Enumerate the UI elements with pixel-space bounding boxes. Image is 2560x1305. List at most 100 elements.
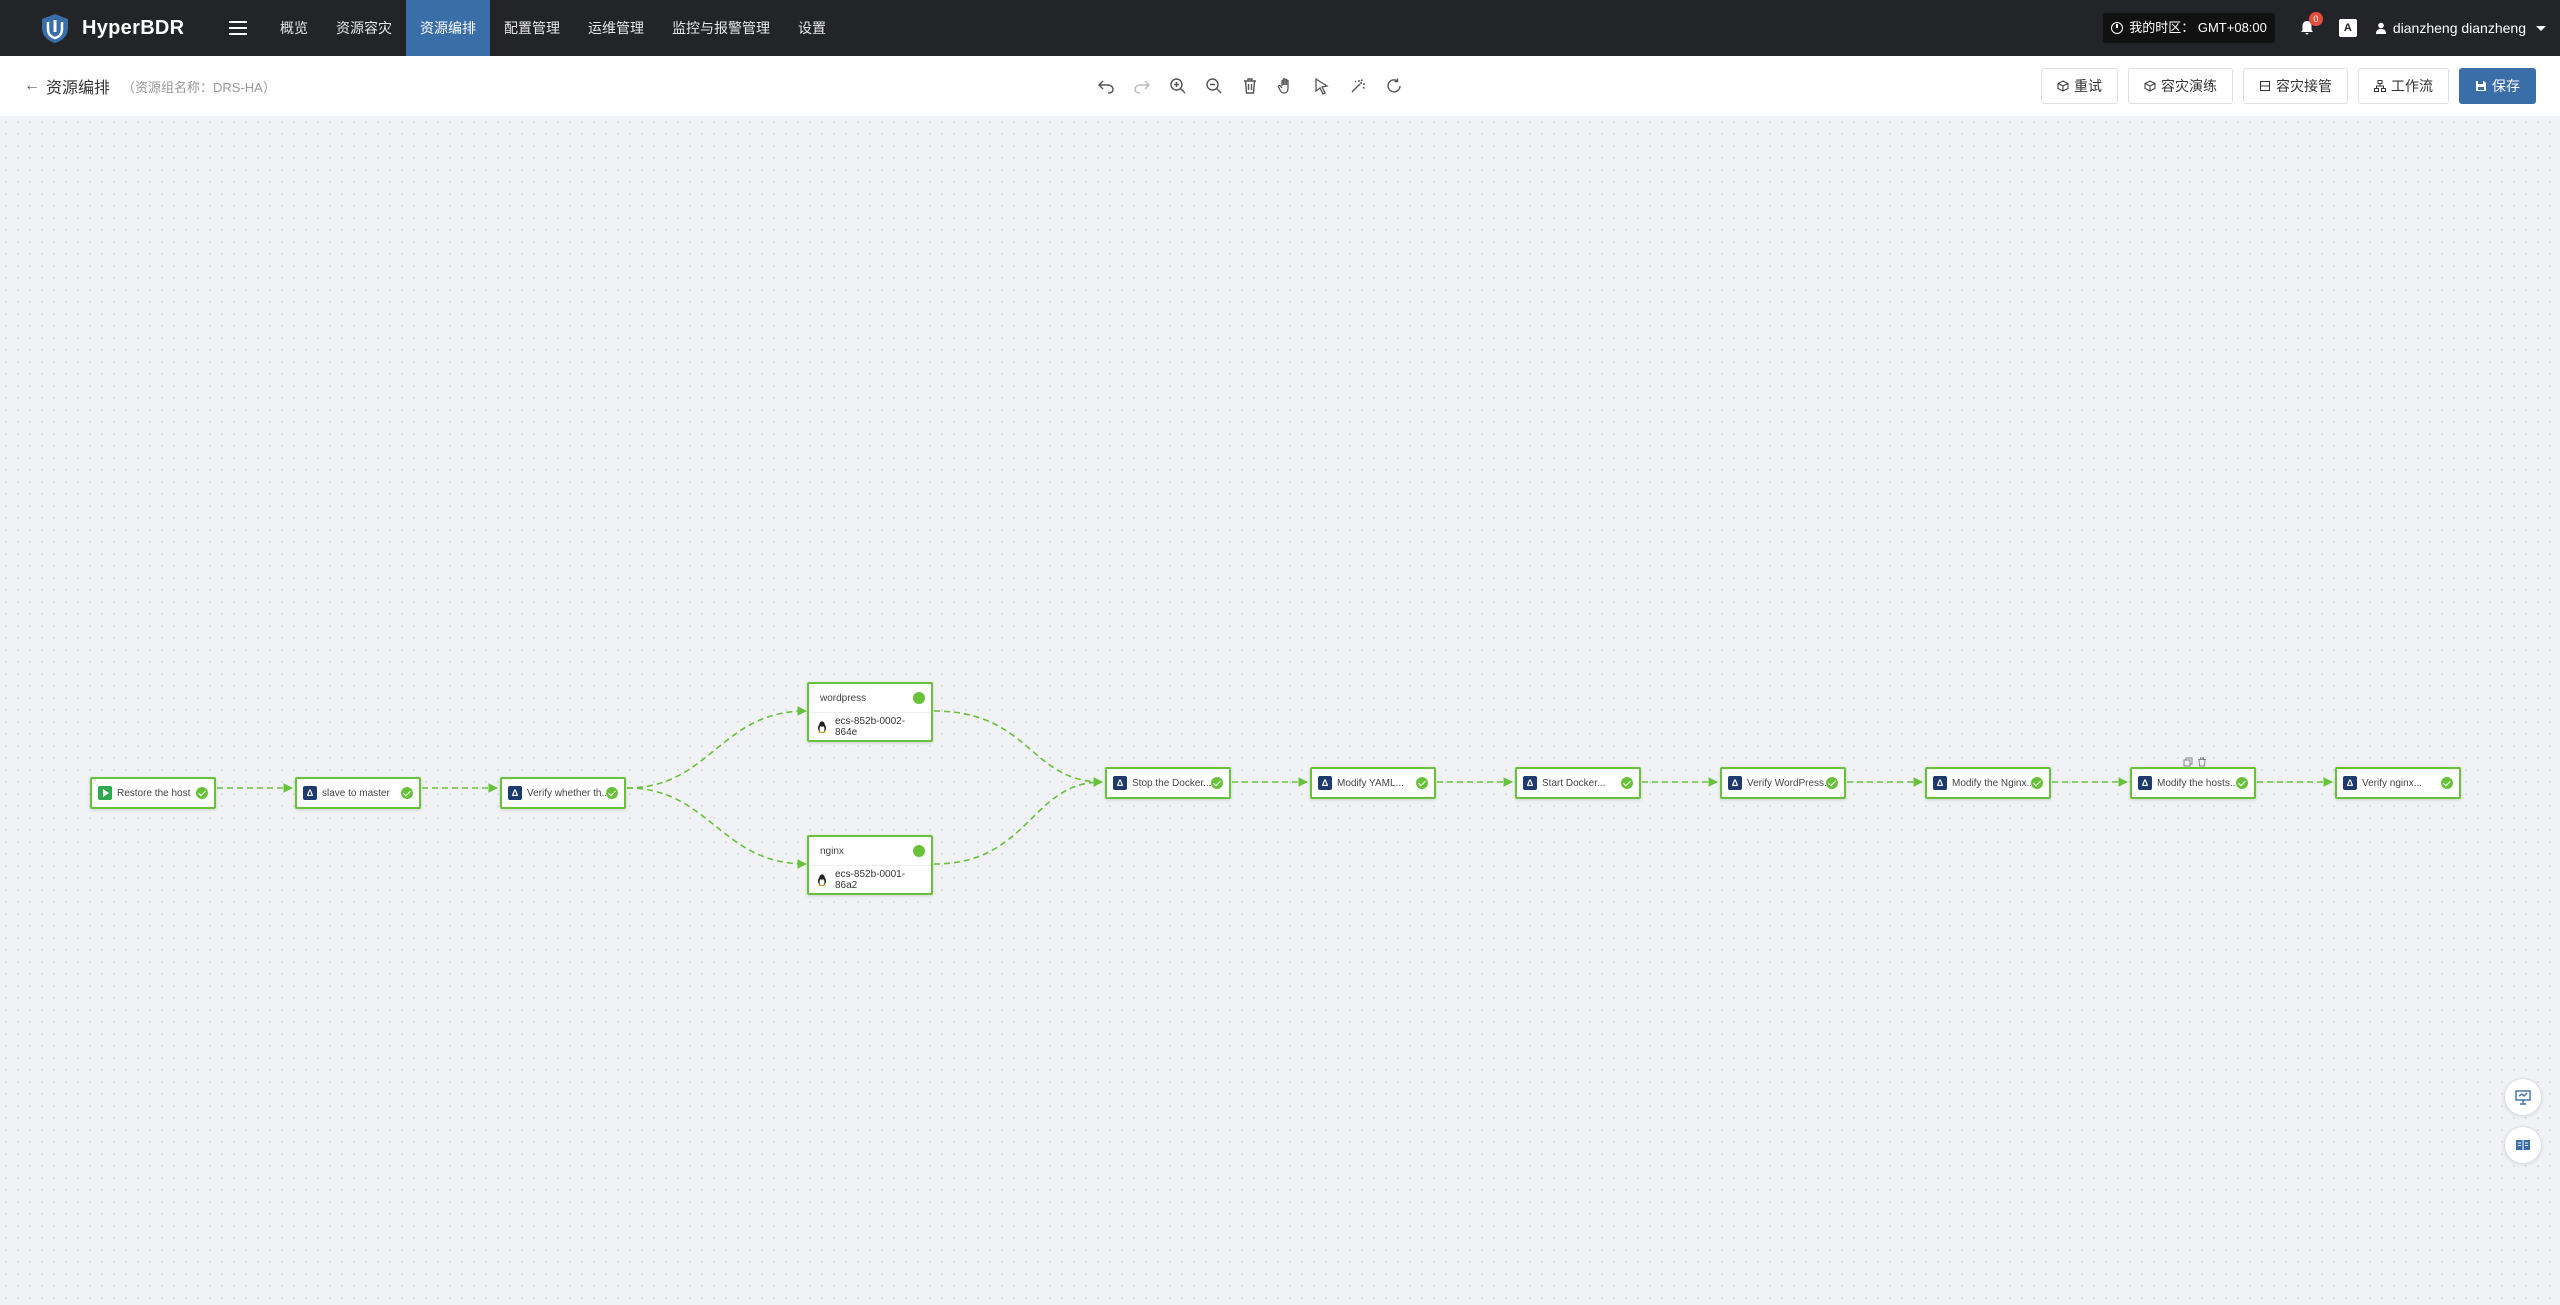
dr-takeover-button[interactable]: 容灾接管 bbox=[2243, 68, 2348, 104]
dr-drill-button[interactable]: 容灾演练 bbox=[2128, 68, 2233, 104]
script-icon: Δ bbox=[1728, 776, 1742, 790]
script-icon: Δ bbox=[1318, 776, 1332, 790]
linux-icon bbox=[818, 873, 826, 886]
presentation-icon bbox=[2515, 1090, 2531, 1105]
chevron-down-icon bbox=[2536, 25, 2546, 31]
save-button[interactable]: 保存 bbox=[2459, 68, 2536, 104]
flow-node-restore-host[interactable]: Restore the host bbox=[90, 777, 216, 809]
page-title: 资源编排 bbox=[46, 80, 111, 97]
server-icon bbox=[2260, 81, 2270, 91]
check-circle-icon bbox=[913, 845, 925, 857]
page-header: ← 资源编排 （资源组名称：DRS-HA） 重试 容灾演练 容灾接管 工作流 bbox=[0, 56, 2560, 116]
guide-button[interactable] bbox=[2504, 1126, 2542, 1164]
minimap-button[interactable] bbox=[2504, 1078, 2542, 1116]
back-button[interactable]: ← 资源编排 bbox=[0, 74, 110, 98]
cube-icon bbox=[2144, 80, 2156, 92]
flow-node-host-wordpress[interactable]: wordpress ecs-852b-0002-864e bbox=[807, 682, 933, 742]
node-label: Modify the hosts... bbox=[2157, 777, 2236, 789]
flow-node-stop-docker[interactable]: Δ Stop the Docker... bbox=[1105, 767, 1231, 799]
zoom-in-icon[interactable] bbox=[1167, 75, 1189, 97]
nav-item-config[interactable]: 配置管理 bbox=[504, 20, 560, 36]
check-circle-icon bbox=[401, 787, 413, 799]
auto-layout-icon[interactable] bbox=[1347, 75, 1369, 97]
node-label: Start Docker... bbox=[1542, 777, 1606, 789]
flow-node-verify-wordpress[interactable]: Δ Verify WordPress... bbox=[1720, 767, 1846, 799]
linux-icon bbox=[818, 720, 826, 733]
script-icon: Δ bbox=[303, 786, 317, 800]
check-circle-icon bbox=[2031, 777, 2043, 789]
check-circle-icon bbox=[1416, 777, 1428, 789]
hyperbdr-logo-icon bbox=[42, 14, 68, 43]
timezone-badge[interactable]: 我的时区： GMT+08:00 bbox=[2103, 13, 2275, 43]
main-nav: 概览 资源容灾 资源编排 配置管理 运维管理 监控与报警管理 设置 bbox=[266, 0, 840, 56]
flow-node-verify[interactable]: Δ Verify whether th... bbox=[500, 777, 626, 809]
flow-node-modify-yaml[interactable]: Δ Modify YAML... bbox=[1310, 767, 1436, 799]
user-icon bbox=[2375, 22, 2386, 34]
hand-icon[interactable] bbox=[1275, 75, 1297, 97]
node-label: Verify whether th... bbox=[527, 787, 606, 799]
brand-name: HyperBDR bbox=[82, 16, 185, 39]
flow-node-host-nginx[interactable]: nginx ecs-852b-0001-86a2 bbox=[807, 835, 933, 895]
user-menu[interactable]: dianzheng dianzheng bbox=[2375, 20, 2546, 36]
zoom-out-icon[interactable] bbox=[1203, 75, 1225, 97]
header-actions: 重试 容灾演练 容灾接管 工作流 保存 bbox=[2041, 68, 2536, 104]
nav-item-overview[interactable]: 概览 bbox=[280, 20, 308, 36]
nav-item-ops[interactable]: 运维管理 bbox=[588, 20, 644, 36]
script-icon: Δ bbox=[1933, 776, 1947, 790]
book-icon bbox=[2516, 1140, 2530, 1151]
save-label: 保存 bbox=[2492, 78, 2520, 94]
host-name: ecs-852b-0001-86a2 bbox=[835, 868, 906, 891]
flow-canvas[interactable] bbox=[0, 116, 2560, 1305]
script-icon: Δ bbox=[1523, 776, 1537, 790]
undo-icon[interactable] bbox=[1095, 75, 1117, 97]
check-circle-icon bbox=[913, 692, 925, 704]
save-icon bbox=[2476, 81, 2486, 91]
node-label: Modify the Nginx... bbox=[1952, 777, 2031, 789]
cube-icon bbox=[2057, 80, 2069, 92]
node-label: nginx bbox=[820, 845, 844, 857]
brand[interactable]: HyperBDR bbox=[0, 0, 210, 56]
copy-icon[interactable] bbox=[2183, 754, 2193, 767]
flow-node-modify-nginx[interactable]: Δ Modify the Nginx... bbox=[1925, 767, 2051, 799]
notification-badge: 0 bbox=[2308, 12, 2323, 26]
check-circle-icon bbox=[196, 787, 208, 799]
language-icon[interactable]: A bbox=[2338, 19, 2357, 37]
nav-item-orchestration[interactable]: 资源编排 bbox=[406, 0, 490, 56]
flow-node-modify-hosts[interactable]: Δ Modify the hosts... bbox=[2130, 767, 2256, 799]
check-circle-icon bbox=[1621, 777, 1633, 789]
start-icon bbox=[98, 786, 112, 800]
dr-takeover-label: 容灾接管 bbox=[2276, 78, 2332, 94]
pointer-icon[interactable] bbox=[1311, 75, 1333, 97]
top-nav-bar: HyperBDR 概览 资源容灾 资源编排 配置管理 运维管理 监控与报警管理 … bbox=[0, 0, 2560, 56]
workflow-icon bbox=[2374, 80, 2386, 92]
delete-icon[interactable] bbox=[2197, 754, 2207, 767]
delete-icon[interactable] bbox=[1239, 75, 1261, 97]
refresh-icon[interactable] bbox=[1383, 75, 1405, 97]
node-label: Stop the Docker... bbox=[1132, 777, 1211, 789]
node-label: Verify WordPress... bbox=[1747, 777, 1826, 789]
check-circle-icon bbox=[2441, 777, 2453, 789]
flow-node-slave-to-master[interactable]: Δ slave to master bbox=[295, 777, 421, 809]
flow-node-verify-nginx[interactable]: Δ Verify nginx... bbox=[2335, 767, 2461, 799]
clock-icon bbox=[2111, 22, 2124, 34]
flow-node-start-docker[interactable]: Δ Start Docker... bbox=[1515, 767, 1641, 799]
timezone-text: 我的时区： GMT+08:00 bbox=[2129, 20, 2267, 35]
nav-item-settings[interactable]: 设置 bbox=[798, 20, 826, 36]
back-arrow-icon: ← bbox=[24, 77, 40, 94]
script-icon: Δ bbox=[2343, 776, 2357, 790]
check-circle-icon bbox=[606, 787, 618, 799]
node-label: wordpress bbox=[820, 692, 867, 704]
retry-button[interactable]: 重试 bbox=[2041, 68, 2118, 104]
node-label: Restore the host bbox=[117, 787, 191, 799]
redo-icon[interactable] bbox=[1131, 75, 1153, 97]
canvas-toolbar bbox=[1095, 56, 1405, 116]
workflow-button[interactable]: 工作流 bbox=[2358, 68, 2449, 104]
script-icon: Δ bbox=[2138, 776, 2152, 790]
node-label: slave to master bbox=[322, 787, 390, 799]
node-label: Verify nginx... bbox=[2362, 777, 2423, 789]
menu-toggle-icon[interactable] bbox=[218, 0, 258, 56]
dr-drill-label: 容灾演练 bbox=[2161, 78, 2217, 94]
nav-item-resource-dr[interactable]: 资源容灾 bbox=[336, 20, 392, 36]
notification-button[interactable]: 0 bbox=[2297, 12, 2323, 38]
nav-item-monitoring[interactable]: 监控与报警管理 bbox=[672, 20, 770, 36]
